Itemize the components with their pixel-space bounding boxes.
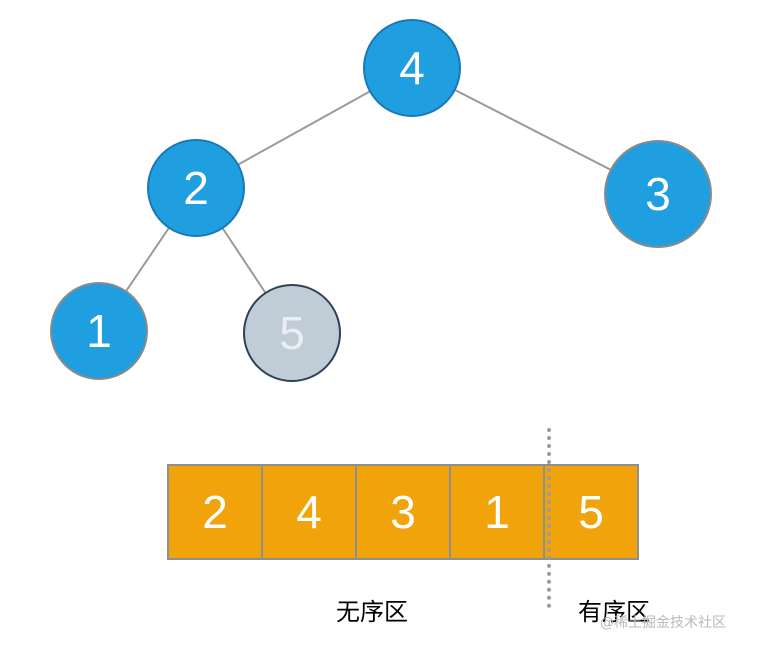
tree-node-2: 2 [147,139,245,237]
watermark: @稀土掘金技术社区 [600,615,726,631]
array-cell: 3 [355,464,451,560]
array-cell: 1 [449,464,545,560]
array-row: 2 4 3 1 5 [167,464,639,560]
unsorted-region-label: 无序区 [336,598,408,626]
region-divider [547,428,551,608]
sorted-region-label: 有序区 [578,598,650,626]
tree-node-label: 3 [645,168,671,220]
tree-node-label: 5 [279,307,305,359]
tree-node-3: 3 [604,140,712,248]
array-cell: 4 [261,464,357,560]
array-cell: 2 [167,464,263,560]
tree-node-label: 4 [399,42,425,94]
tree-node-5: 5 [243,284,341,382]
array-cell: 5 [543,464,639,560]
tree-node-4: 4 [363,19,461,117]
tree-node-label: 1 [86,305,112,357]
tree-node-label: 2 [183,162,209,214]
binary-tree: 4 2 3 1 5 [50,19,712,382]
tree-node-1: 1 [50,282,148,380]
